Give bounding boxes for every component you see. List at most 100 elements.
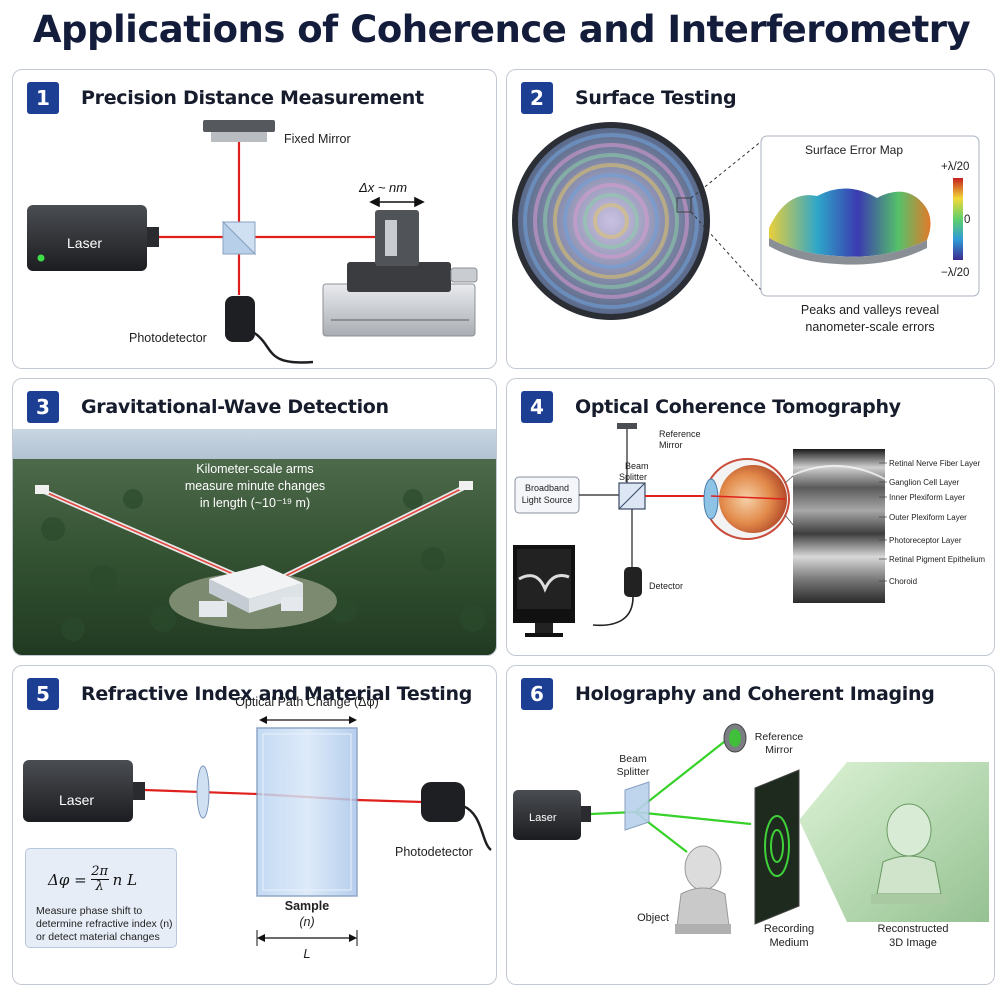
observatory-building bbox=[169, 565, 337, 629]
panel-title: Refractive Index and Material Testing bbox=[81, 683, 473, 705]
object-label: Object bbox=[637, 912, 669, 924]
layer-label-5: Photoreceptor Layer bbox=[889, 536, 962, 545]
panel-title: Optical Coherence Tomography bbox=[575, 396, 901, 418]
scale-top-label: +λ/20 bbox=[941, 161, 969, 173]
moving-mirror-stage bbox=[322, 210, 478, 337]
formula-note: Measure phase shift to determine refract… bbox=[36, 905, 173, 943]
beam-splitter-label-2: Splitter bbox=[619, 472, 647, 482]
reference-mirror-label-1: Reference bbox=[659, 429, 701, 439]
panel-surface-testing: Surface Error Map +λ/20 0 −λ/20 Peaks an… bbox=[506, 69, 995, 369]
reference-mirror-label-1: Reference bbox=[755, 731, 804, 743]
panel-title: Surface Testing bbox=[575, 87, 737, 109]
beam-splitter-label-1: Beam bbox=[619, 753, 647, 765]
panel-holography: Laser Beam Splitter Reference Mirror Obj… bbox=[506, 665, 995, 985]
phase-formula: Δφ = 2π λ n L bbox=[48, 865, 137, 894]
map-title: Surface Error Map bbox=[805, 143, 903, 157]
panel-number-badge: 1 bbox=[27, 82, 59, 114]
formula-box: Δφ = 2π λ n L Measure phase shift to det… bbox=[25, 848, 177, 948]
panel-5-illustration: Optical Path Change (Δφ) Laser Photodete… bbox=[23, 695, 492, 961]
formula-rhs: n L bbox=[112, 870, 138, 889]
sample-label-1: Sample bbox=[285, 899, 330, 913]
panel-number-badge: 4 bbox=[521, 391, 553, 423]
object-bust bbox=[675, 845, 731, 934]
panel-3-illustration: Kilometer-scale arms measure minute chan… bbox=[13, 429, 496, 655]
laser-source bbox=[27, 205, 159, 271]
formula-denominator: λ bbox=[95, 879, 104, 894]
caption-line-1: Peaks and valleys reveal bbox=[801, 303, 939, 317]
oct-retina-scan bbox=[792, 449, 886, 603]
reconstructed-image bbox=[799, 762, 989, 922]
panel-title: Precision Distance Measurement bbox=[81, 87, 424, 109]
oct-monitor bbox=[513, 545, 575, 637]
caption-line-2: measure minute changes bbox=[185, 479, 325, 493]
path-change-label: Optical Path Change (Δφ) bbox=[235, 695, 379, 709]
panel-1-illustration: Fixed Mirror Laser Δx ~ nm Photodetector bbox=[27, 120, 478, 364]
detector-label: Detector bbox=[649, 581, 683, 591]
caption-line-2: nanometer-scale errors bbox=[805, 320, 934, 334]
photodetector bbox=[421, 782, 492, 851]
panel-gravitational-wave: Kilometer-scale arms measure minute chan… bbox=[12, 378, 497, 656]
panel-refractive-index: Optical Path Change (Δφ) Laser Photodete… bbox=[12, 665, 497, 985]
reference-mirror bbox=[617, 423, 637, 483]
surface-error-map bbox=[760, 135, 980, 297]
source-label-1: Broadband bbox=[525, 483, 569, 493]
medium-label-1: Recording bbox=[764, 923, 814, 935]
eye-cross-section bbox=[703, 458, 804, 540]
panel-oct: Reference Mirror Beam Splitter Broadband… bbox=[506, 378, 995, 656]
broadband-source bbox=[514, 476, 619, 514]
laser-label: Laser bbox=[529, 812, 557, 824]
green-beams bbox=[590, 737, 752, 853]
reference-mirror-label-2: Mirror bbox=[765, 744, 793, 756]
reference-mirror bbox=[723, 723, 747, 753]
layer-label-2: Ganglion Cell Layer bbox=[889, 478, 960, 487]
photodetector-label: Photodetector bbox=[395, 845, 473, 859]
scale-mid-label: 0 bbox=[964, 214, 970, 226]
layer-label-1: Retinal Nerve Fiber Layer bbox=[889, 459, 980, 468]
beam-splitter-label-1: Beam bbox=[625, 461, 649, 471]
caption-line-1: Kilometer-scale arms bbox=[196, 462, 313, 476]
caption-line-3: in length (~10⁻¹⁹ m) bbox=[200, 496, 310, 510]
layer-label-7: Choroid bbox=[889, 577, 917, 586]
reconstructed-label-1: Reconstructed bbox=[878, 923, 949, 935]
page-title: Applications of Coherence and Interferom… bbox=[32, 8, 971, 51]
beam-splitter bbox=[618, 482, 646, 510]
sample-label-2: (n) bbox=[299, 915, 314, 929]
laser-label: Laser bbox=[67, 235, 102, 251]
formula-numerator: 2π bbox=[91, 864, 109, 879]
lens bbox=[196, 765, 210, 819]
beam-splitter-label-2: Splitter bbox=[617, 766, 650, 778]
panel-precision-distance: Fixed Mirror Laser Δx ~ nm Photodetector… bbox=[12, 69, 497, 369]
layer-label-6: Retinal Pigment Epithelium bbox=[889, 555, 985, 564]
fixed-mirror-label: Fixed Mirror bbox=[284, 132, 351, 146]
length-arrow bbox=[256, 930, 358, 946]
layer-label-4: Outer Plexiform Layer bbox=[889, 513, 967, 522]
medium-label-2: Medium bbox=[769, 937, 808, 949]
reconstructed-label-2: 3D Image bbox=[889, 937, 937, 949]
photodetector bbox=[225, 296, 314, 364]
delta-x-label: Δx ~ nm bbox=[358, 180, 407, 195]
detector bbox=[592, 509, 642, 627]
panel-number-badge: 5 bbox=[27, 678, 59, 710]
optical-flat-fringes bbox=[512, 122, 710, 320]
delta-x-arrow bbox=[369, 196, 425, 208]
formula-lhs: Δφ = bbox=[48, 870, 87, 889]
laser-label: Laser bbox=[59, 792, 94, 808]
panel-6-illustration: Laser Beam Splitter Reference Mirror Obj… bbox=[513, 723, 989, 949]
beam-splitter bbox=[221, 220, 257, 256]
panel-number-badge: 6 bbox=[521, 678, 553, 710]
sample-cell bbox=[256, 716, 358, 897]
scale-bottom-label: −λ/20 bbox=[941, 267, 969, 279]
panel-title: Gravitational-Wave Detection bbox=[81, 396, 389, 418]
recording-medium bbox=[754, 769, 800, 925]
laser-source bbox=[23, 760, 145, 822]
formula-fraction: 2π λ bbox=[90, 864, 109, 894]
reference-mirror-label-2: Mirror bbox=[659, 440, 683, 450]
photodetector-label: Photodetector bbox=[129, 331, 207, 345]
interferometer-arms bbox=[35, 481, 473, 590]
panel-number-badge: 3 bbox=[27, 391, 59, 423]
layer-leaders bbox=[879, 462, 887, 582]
layer-label-3: Inner Plexiform Layer bbox=[889, 493, 965, 502]
panel-2-illustration: Surface Error Map +λ/20 0 −λ/20 Peaks an… bbox=[512, 122, 980, 334]
length-label: L bbox=[303, 946, 310, 961]
panel-4-illustration: Reference Mirror Beam Splitter Broadband… bbox=[513, 423, 985, 637]
